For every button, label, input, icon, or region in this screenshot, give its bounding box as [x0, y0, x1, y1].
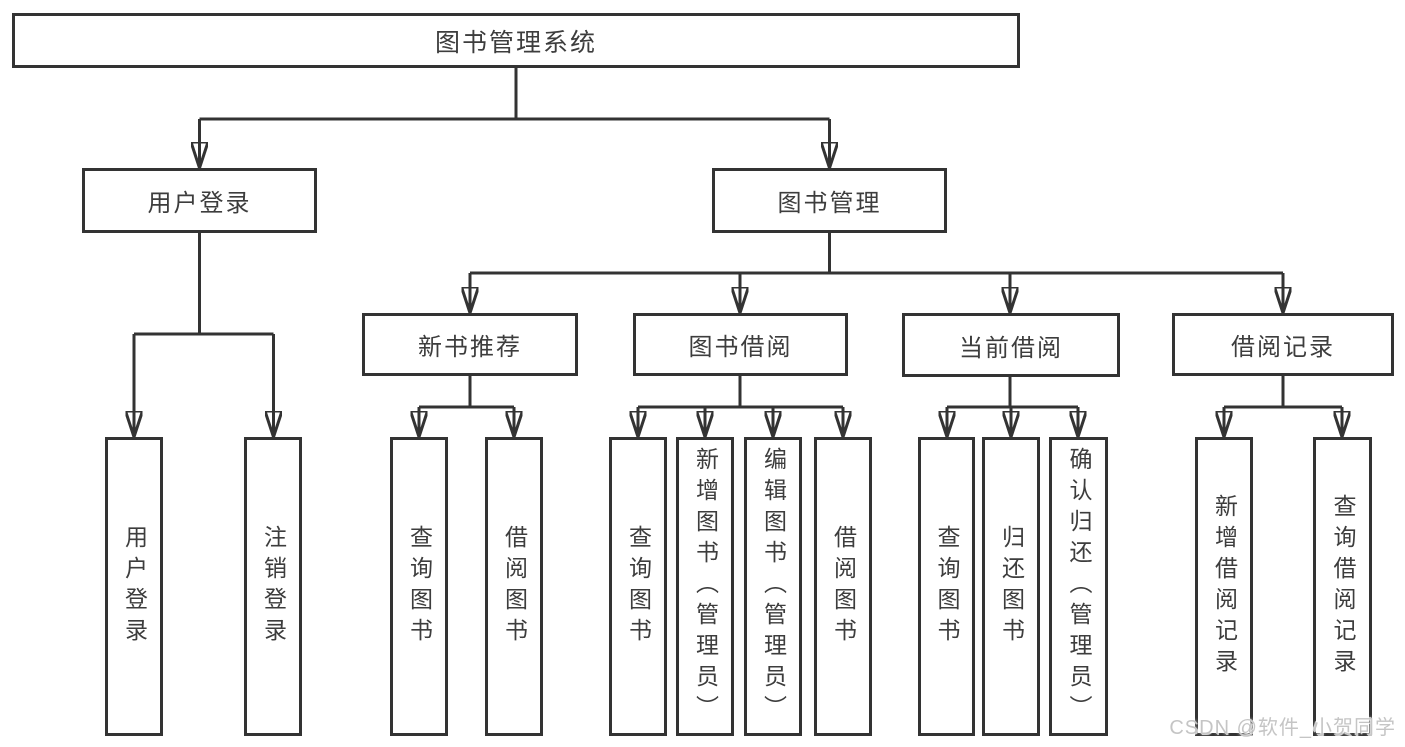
- node-leaf-bb-edit-books: 编辑图书（管理员）: [744, 437, 802, 736]
- csdn-watermark: CSDN @软件_小贺同学: [1169, 717, 1396, 739]
- node-user-login: 用户登录: [82, 168, 317, 233]
- node-borrowing-records: 借阅记录: [1172, 313, 1394, 376]
- connector-current-borrowing-split: [947, 377, 1078, 409]
- connector-book-management-split: [470, 233, 1283, 275]
- node-leaf-br-add-record: 新增借阅记录: [1195, 437, 1253, 736]
- node-leaf-bb-query-books: 查询图书: [609, 437, 667, 736]
- node-book-management: 图书管理: [712, 168, 947, 233]
- connector-root-split: [199, 68, 830, 121]
- node-leaf-bb-borrow-books: 借阅图书: [814, 437, 872, 736]
- node-leaf-cb-return-books: 归还图书: [982, 437, 1040, 736]
- connector-user-login-split: [134, 233, 274, 336]
- node-leaf-user-login: 用户登录: [105, 437, 163, 736]
- node-new-book-recommend: 新书推荐: [362, 313, 578, 376]
- node-leaf-cb-confirm-return: 确认归还（管理员）: [1049, 437, 1108, 736]
- node-leaf-logout: 注销登录: [244, 437, 302, 736]
- node-leaf-nbr-borrow-books: 借阅图书: [485, 437, 543, 736]
- node-root: 图书管理系统: [12, 13, 1020, 68]
- node-leaf-bb-add-books: 新增图书（管理员）: [676, 437, 734, 736]
- node-current-borrowing: 当前借阅: [902, 313, 1120, 377]
- node-book-borrowing: 图书借阅: [633, 313, 848, 376]
- connector-borrowing-records-split: [1224, 376, 1342, 409]
- node-leaf-nbr-query-books: 查询图书: [390, 437, 448, 736]
- connector-book-borrowing-split: [638, 376, 843, 409]
- node-leaf-br-query-record: 查询借阅记录: [1313, 437, 1372, 736]
- connector-new-book-recommend-split: [419, 376, 514, 409]
- node-leaf-cb-query-books: 查询图书: [918, 437, 975, 736]
